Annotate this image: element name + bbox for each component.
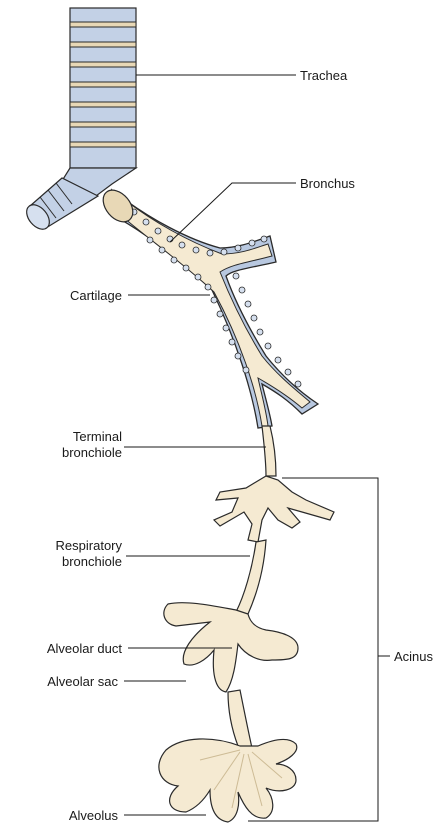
alveolus-label: Alveolus [69, 808, 119, 823]
alveolar-sac-label: Alveolar sac [47, 674, 118, 689]
alveolar-duct-illustration [164, 603, 298, 748]
alveolar-duct-label: Alveolar duct [47, 641, 123, 656]
respiratory-bronchiole-label-line2: bronchiole [62, 554, 122, 569]
alveolar-sac-illustration [159, 739, 297, 822]
bronchus-leader [170, 183, 296, 242]
terminal-bronchiole-label-line1: Terminal [73, 429, 122, 444]
cartilage-label: Cartilage [70, 288, 122, 303]
trachea-illustration [60, 8, 136, 196]
terminal-bronchiole-label-line2: bronchiole [62, 445, 122, 460]
bronchus-illustration [97, 184, 318, 428]
respiratory-bronchiole-label-line1: Respiratory [56, 538, 123, 553]
acinus-label: Acinus [394, 649, 434, 664]
trachea-label: Trachea [300, 68, 348, 83]
terminal-bronchiole-illustration [262, 426, 276, 476]
respiratory-bronchiole-illustration [214, 476, 334, 614]
bronchus-label: Bronchus [300, 176, 355, 191]
